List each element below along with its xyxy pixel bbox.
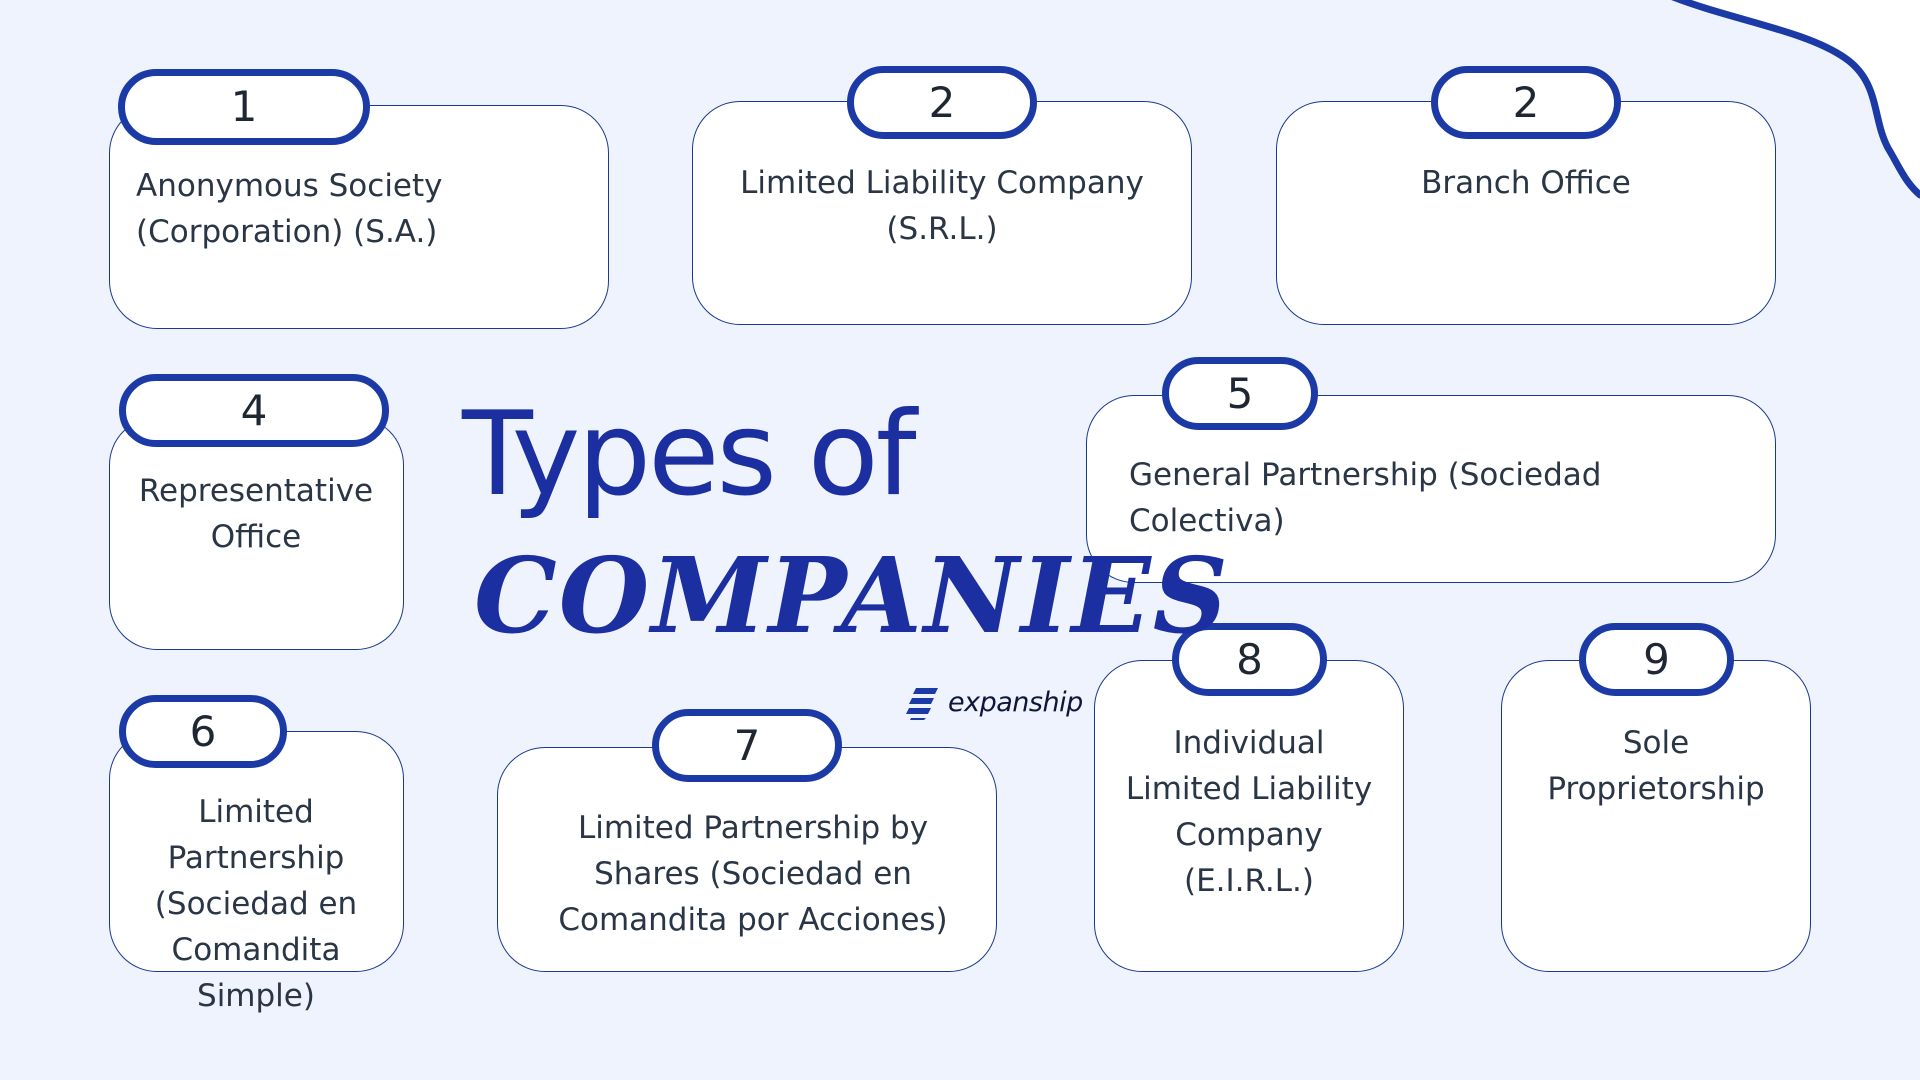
number-badge-6: 6 <box>119 695 287 768</box>
brand-logo: expanship <box>906 684 1083 720</box>
company-label-4: Representative Office <box>138 473 374 555</box>
company-label-7: Limited Partnership by Shares (Sociedad … <box>558 810 948 938</box>
company-card-9 <box>1501 660 1811 972</box>
number-badge-4: 4 <box>119 374 389 447</box>
title-line-1: Types of <box>462 387 917 522</box>
company-card-8 <box>1094 660 1404 972</box>
title-line-2: COMPANIES <box>474 534 1230 657</box>
company-label-9: Sole Proprietorship <box>1547 725 1765 807</box>
company-label-1: Anonymous Society (Corporation) (S.A.) <box>136 168 443 250</box>
number-badge-2: 2 <box>847 66 1037 139</box>
number-badge-1: 1 <box>118 69 370 145</box>
number-badge-7: 7 <box>652 709 842 782</box>
brand-name: expanship <box>948 686 1083 718</box>
number-badge-3: 2 <box>1431 66 1621 139</box>
company-label-5: General Partnership (Sociedad Colectiva) <box>1129 457 1602 539</box>
number-badge-9: 9 <box>1579 623 1734 696</box>
company-label-6: Limited Partnership (Sociedad en Comandi… <box>154 794 358 1014</box>
company-label-2: Limited Liability Company (S.R.L.) <box>740 165 1144 247</box>
company-label-3: Branch Office <box>1421 165 1631 201</box>
number-badge-5: 5 <box>1162 357 1318 430</box>
company-card-6 <box>109 731 404 972</box>
company-label-8: Individual Limited Liability Company (E.… <box>1125 725 1373 899</box>
expanship-logo-icon <box>906 688 938 720</box>
number-badge-8: 8 <box>1172 623 1327 696</box>
